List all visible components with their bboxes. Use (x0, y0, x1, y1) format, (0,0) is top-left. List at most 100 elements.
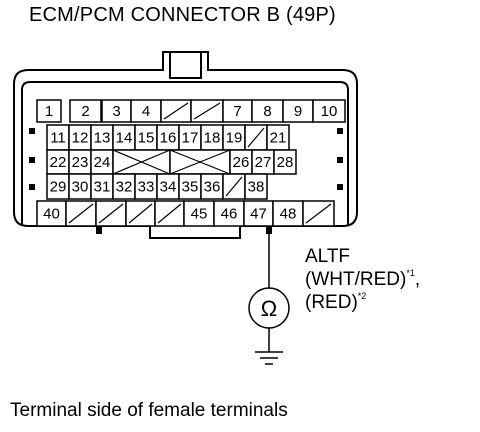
side-lock (337, 157, 343, 163)
terminal-number: 8 (263, 103, 271, 120)
terminal-40: 40 (36, 200, 67, 227)
terminal-26: 26 (229, 149, 253, 175)
terminal-empty (244, 124, 268, 151)
terminal-number: 18 (204, 130, 221, 147)
terminal-number: 34 (160, 179, 177, 196)
terminal-number: 4 (142, 103, 150, 120)
terminal-11: 11 (46, 124, 70, 151)
terminal-7: 7 (222, 99, 253, 123)
terminal-1: 1 (36, 99, 62, 123)
terminal-number: 30 (72, 179, 89, 196)
terminal-empty (302, 200, 335, 227)
terminal-empty (125, 200, 156, 227)
terminal-number: 40 (43, 206, 60, 223)
wire-color-2: (RED)*2 (305, 291, 366, 313)
terminal-number: 22 (50, 154, 67, 171)
terminal-number: 11 (50, 130, 66, 147)
terminal-48: 48 (272, 200, 304, 227)
terminal-number: 3 (112, 103, 120, 120)
terminal-4: 4 (130, 99, 162, 123)
terminal-empty (160, 99, 192, 123)
terminal-22: 22 (46, 149, 70, 175)
terminal-45: 45 (183, 200, 215, 227)
terminal-3: 3 (101, 99, 132, 123)
terminal-27: 27 (251, 149, 275, 175)
terminal-number: 33 (138, 179, 155, 196)
terminal-47: 47 (243, 200, 274, 227)
terminal-10: 10 (312, 99, 346, 123)
terminal-number: 46 (221, 206, 238, 223)
terminal-17: 17 (178, 124, 202, 151)
terminal-46: 46 (213, 200, 245, 227)
terminal-14: 14 (112, 124, 136, 151)
terminal-12: 12 (68, 124, 92, 151)
terminal-number: 16 (160, 130, 177, 147)
terminal-number: 1 (45, 103, 53, 120)
terminal-36: 36 (200, 173, 224, 200)
note-2: *2 (358, 291, 367, 301)
terminal-number: 2 (81, 103, 89, 120)
connector-inner-body (21, 81, 349, 226)
terminal-empty (95, 200, 127, 227)
terminal-number: 38 (248, 179, 265, 196)
terminal-empty (222, 173, 246, 200)
terminal-38: 38 (244, 173, 268, 200)
terminal-32: 32 (112, 173, 136, 200)
terminal-29: 29 (46, 173, 70, 200)
terminal-number: 13 (94, 130, 111, 147)
side-lock (337, 128, 343, 134)
terminal-number: 7 (233, 103, 241, 120)
terminal-number: 19 (226, 130, 243, 147)
terminal-empty (169, 149, 231, 175)
footer-caption: Terminal side of female terminals (10, 400, 288, 421)
terminal-16: 16 (156, 124, 180, 151)
terminal-28: 28 (273, 149, 297, 175)
terminal-number: 26 (233, 154, 250, 171)
signal-label: ALTF (305, 246, 350, 267)
terminal-empty (190, 99, 224, 123)
terminal-number: 28 (277, 154, 294, 171)
terminal-number: 17 (182, 130, 199, 147)
terminal-18: 18 (200, 124, 224, 151)
terminal-number: 27 (255, 154, 272, 171)
terminal-30: 30 (68, 173, 92, 200)
ohm-icon: Ω (261, 296, 277, 321)
terminal-empty (65, 200, 97, 227)
terminal-24: 24 (90, 149, 114, 175)
terminal-21: 21 (266, 124, 290, 151)
terminal-number: 48 (280, 206, 297, 223)
terminal-number: 9 (294, 103, 302, 120)
side-lock (29, 128, 35, 134)
terminal-number: 24 (94, 154, 111, 171)
wire-color-1: (WHT/RED)*1, (305, 268, 420, 290)
terminal-empty (154, 200, 185, 227)
page-title: ECM/PCM CONNECTOR B (49P) (29, 4, 336, 26)
terminal-number: 36 (204, 179, 221, 196)
connector-housing (13, 51, 358, 239)
terminal-33: 33 (134, 173, 158, 200)
terminal-number: 14 (116, 130, 133, 147)
terminal-19: 19 (222, 124, 246, 151)
terminal-35: 35 (178, 173, 202, 200)
terminal-number: 32 (116, 179, 133, 196)
terminal-number: 35 (182, 179, 199, 196)
terminal-31: 31 (90, 173, 114, 200)
terminal-empty (112, 149, 171, 175)
terminal-8: 8 (251, 99, 284, 123)
terminal-34: 34 (156, 173, 180, 200)
terminal-23: 23 (68, 149, 92, 175)
side-lock (29, 184, 35, 190)
terminal-number: 29 (50, 179, 67, 196)
side-lock (337, 184, 343, 190)
note-1: *1 (406, 268, 415, 278)
terminal-number: 23 (72, 154, 89, 171)
terminal-number: 10 (321, 103, 338, 120)
connector-latch (169, 52, 202, 79)
terminal-number: 31 (94, 179, 111, 196)
bottom-tab (96, 226, 102, 234)
terminal-9: 9 (282, 99, 314, 123)
side-lock (29, 157, 35, 163)
terminal-number: 12 (72, 130, 89, 147)
